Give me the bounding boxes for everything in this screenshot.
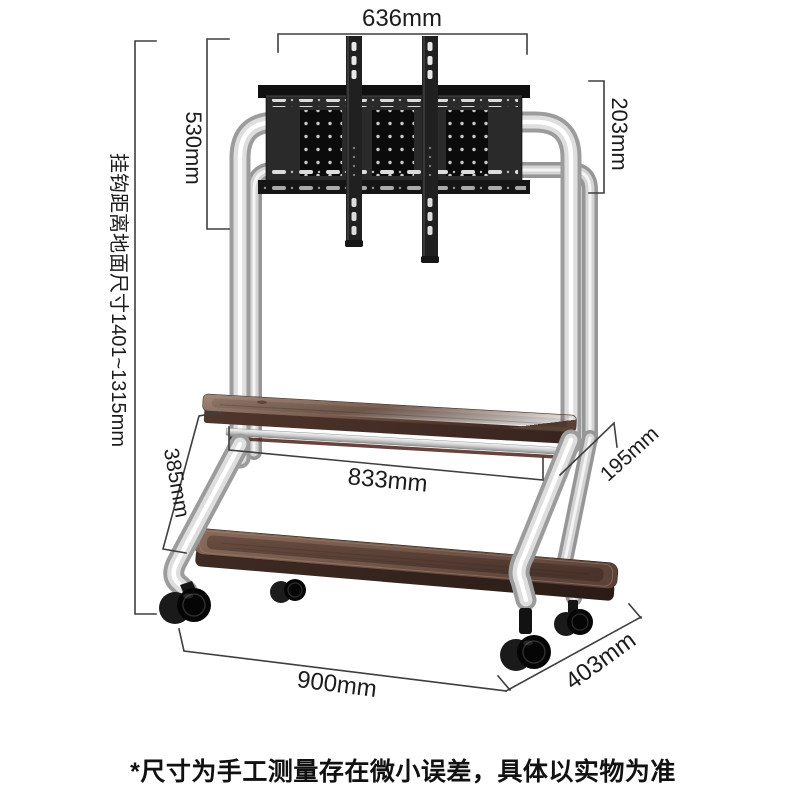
middle-shelf <box>202 393 577 459</box>
mount-rail-left <box>345 36 363 247</box>
dim-label-203: 203mm <box>607 97 632 170</box>
dim-hook-drop: 203mm <box>588 80 632 194</box>
mount-rail-right <box>421 36 439 263</box>
dim-label-403: 403mm <box>560 626 641 695</box>
caster-front-right <box>500 608 551 671</box>
dim-label-530: 530mm <box>181 111 206 184</box>
dim-label-195: 195mm <box>596 422 663 486</box>
dim-mount-width: 636mm <box>277 5 528 55</box>
caster-rear-left <box>270 579 306 603</box>
dim-label-636: 636mm <box>362 5 442 32</box>
caster-front-left <box>159 581 211 624</box>
dim-hook-to-floor: 挂钩距离地面尺寸1401~1315mm <box>107 40 157 615</box>
disclaimer-note: *尺寸为手工测量存在微小误差，具体以实物为准 <box>130 757 676 786</box>
tv-mount-bracket <box>258 36 530 263</box>
caster-rear-right <box>554 600 593 636</box>
dim-base-width: 900mm <box>178 628 507 703</box>
frame-strut-front-left <box>163 433 251 602</box>
dim-label-900: 900mm <box>296 666 379 703</box>
bottom-shelf <box>194 528 619 601</box>
frame-strut-front-right <box>508 429 582 611</box>
dim-label-hook-height: 挂钩距离地面尺寸1401~1315mm <box>107 153 130 447</box>
dim-mount-top-height: 530mm <box>181 38 230 230</box>
